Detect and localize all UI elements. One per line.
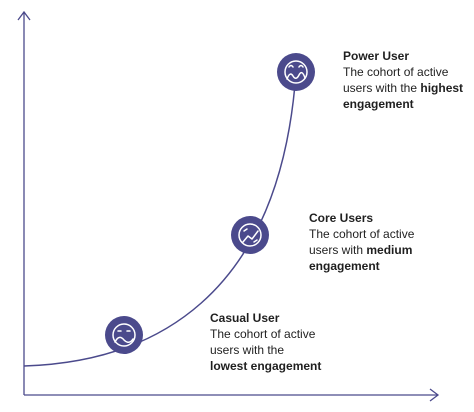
power-user-desc-line1: The cohort of active: [343, 65, 449, 79]
core-users-engagement-word: engagement: [309, 259, 380, 273]
y-axis-arrowhead: [17, 10, 31, 21]
power-user-face-icon: [284, 60, 308, 84]
core-users-desc-line2: users with medium: [309, 242, 414, 258]
core-user-circle: [231, 216, 269, 254]
core-users-desc-line2-text: users with: [309, 243, 367, 257]
core-user-trend-icon: [238, 223, 262, 247]
core-users-label: Core Users The cohort of active users wi…: [309, 210, 414, 274]
casual-user-title: Casual User: [210, 311, 280, 325]
core-users-desc-line3: engagement: [309, 258, 414, 274]
x-axis-arrowhead: [429, 388, 440, 402]
power-user-desc-line2-text: users with the: [343, 81, 421, 95]
power-user-engagement-word: engagement: [343, 97, 414, 111]
casual-user-face-icon: [112, 323, 136, 347]
core-user-node: [231, 216, 269, 254]
power-user-desc-line3: engagement: [343, 96, 463, 112]
engagement-curve: [23, 71, 297, 367]
core-users-title: Core Users: [309, 211, 374, 225]
power-user-circle: [277, 53, 315, 91]
power-user-node: [277, 53, 315, 91]
power-user-label: Power User The cohort of active users wi…: [343, 48, 463, 112]
core-users-highlight: medium: [366, 243, 413, 257]
power-user-highlight: highest: [420, 81, 464, 95]
core-users-desc-line1: The cohort of active: [309, 227, 415, 241]
casual-user-desc-line2: users with the: [210, 343, 285, 357]
casual-user-desc-line1: The cohort of active: [210, 327, 316, 341]
casual-user-circle: [105, 316, 143, 354]
casual-user-desc-line3: lowest engagement: [210, 358, 321, 374]
power-user-title: Power User: [343, 49, 410, 63]
casual-user-label: Casual User The cohort of active users w…: [210, 310, 321, 374]
casual-user-node: [105, 316, 143, 354]
power-user-desc-line2: users with the highest: [343, 80, 463, 96]
casual-user-highlight: lowest engagement: [210, 359, 322, 373]
